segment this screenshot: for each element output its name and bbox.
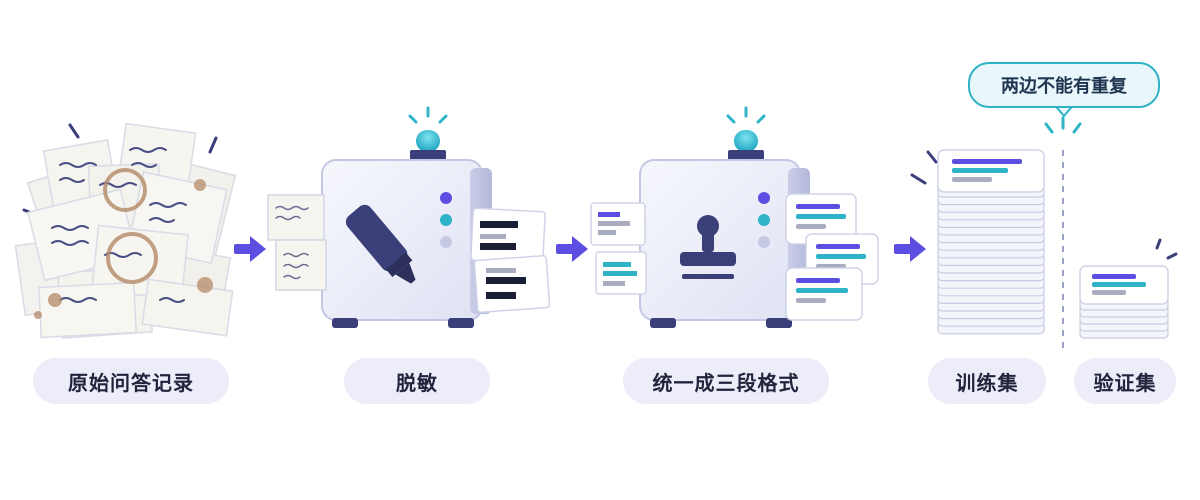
redacted-sheets <box>470 207 551 313</box>
formatted-cards <box>785 193 879 321</box>
paper-pile <box>14 122 237 339</box>
flow-arrow <box>234 236 266 262</box>
label-desensitize: 脱敏 <box>344 358 490 404</box>
alarm-light <box>408 106 448 160</box>
label-raw-records: 原始问答记录 <box>33 358 229 404</box>
marker-icon <box>345 204 416 284</box>
alarm-light <box>726 106 766 160</box>
redaction-machine <box>267 106 551 328</box>
stamp-icon <box>680 215 736 279</box>
label-train-set: 训练集 <box>928 358 1046 404</box>
coffee-stains <box>103 168 158 284</box>
train-stack <box>910 149 1045 335</box>
label-unify-format: 统一成三段格式 <box>623 358 829 404</box>
valid-stack <box>1079 238 1178 339</box>
flow-arrow <box>556 236 588 262</box>
label-valid-set: 验证集 <box>1074 358 1176 404</box>
callout-sparks <box>1044 116 1082 134</box>
no-overlap-callout: 两边不能有重复 <box>968 62 1160 108</box>
flow-arrow <box>894 236 926 262</box>
stamp-machine <box>590 106 879 328</box>
